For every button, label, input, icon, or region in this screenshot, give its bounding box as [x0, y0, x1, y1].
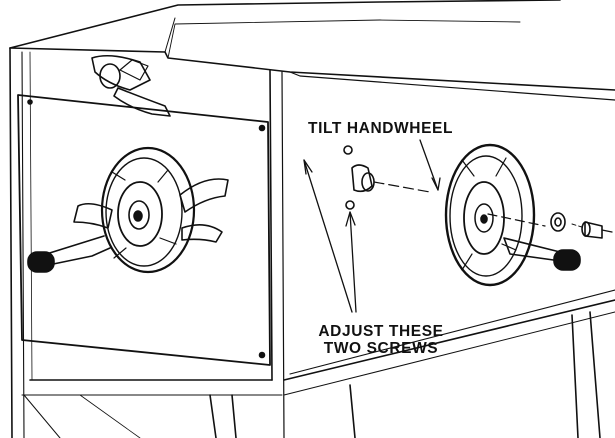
front-handwheel — [27, 146, 229, 274]
tilt-handwheel — [444, 143, 581, 287]
adjust-screws-label: ADJUST THESE TWO SCREWS — [296, 323, 466, 357]
front-panel — [17, 94, 271, 366]
cabinet — [9, 47, 615, 438]
adjust-screws — [343, 145, 431, 210]
legs — [23, 311, 601, 438]
adjust-label-line-1: ADJUST THESE — [318, 323, 444, 340]
leader-lines — [303, 139, 441, 313]
lock-lever — [91, 54, 171, 117]
tilt-handwheel-label: TILT HANDWHEEL — [308, 120, 454, 137]
table-top — [9, 0, 615, 101]
washer-and-bolt — [550, 212, 613, 239]
adjust-label-line-2: TWO SCREWS — [323, 340, 439, 357]
